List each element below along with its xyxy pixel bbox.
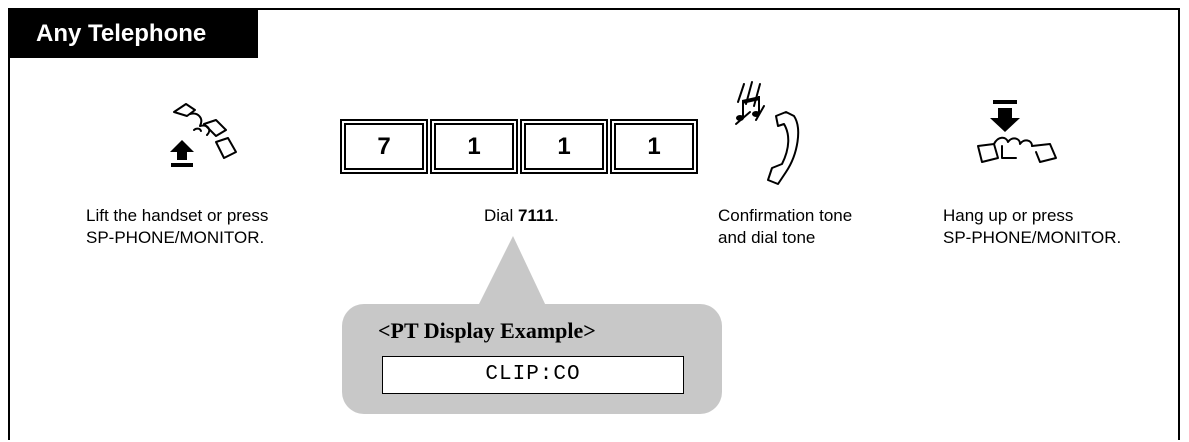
dial-key-1: 1	[524, 123, 604, 170]
dial-key-7: 7	[344, 123, 424, 170]
caption-suffix: .	[553, 206, 559, 225]
section-title: Any Telephone	[8, 8, 258, 58]
dial-code: 7111	[518, 206, 554, 225]
caption-line: SP-PHONE/MONITOR.	[943, 228, 1122, 247]
confirmation-tone-icon	[735, 81, 800, 185]
on-hook-handset-icon	[977, 100, 1057, 163]
dial-key-1: 1	[614, 123, 694, 170]
caption-line: Hang up or press	[943, 206, 1074, 225]
caption-line: Lift the handset or press	[86, 206, 269, 225]
pt-display-screen: CLIP:CO	[382, 356, 684, 394]
step-lift-caption: Lift the handset or press SP-PHONE/MONIT…	[86, 205, 268, 249]
caption-line: Confirmation tone	[718, 206, 853, 225]
step-tone-caption: Confirmation tone and dial tone	[718, 205, 852, 249]
dial-key-1: 1	[434, 123, 514, 170]
step-dial-caption: Dial 7111.	[484, 205, 559, 227]
caption-line: and dial tone	[718, 228, 816, 247]
display-example-title: <PT Display Example>	[378, 318, 596, 343]
section-frame	[8, 8, 1180, 440]
caption-prefix: Dial	[484, 206, 519, 225]
caption-line: SP-PHONE/MONITOR.	[86, 228, 265, 247]
off-hook-handset-icon	[170, 103, 237, 167]
step-hangup-caption: Hang up or press SP-PHONE/MONITOR.	[943, 205, 1121, 249]
